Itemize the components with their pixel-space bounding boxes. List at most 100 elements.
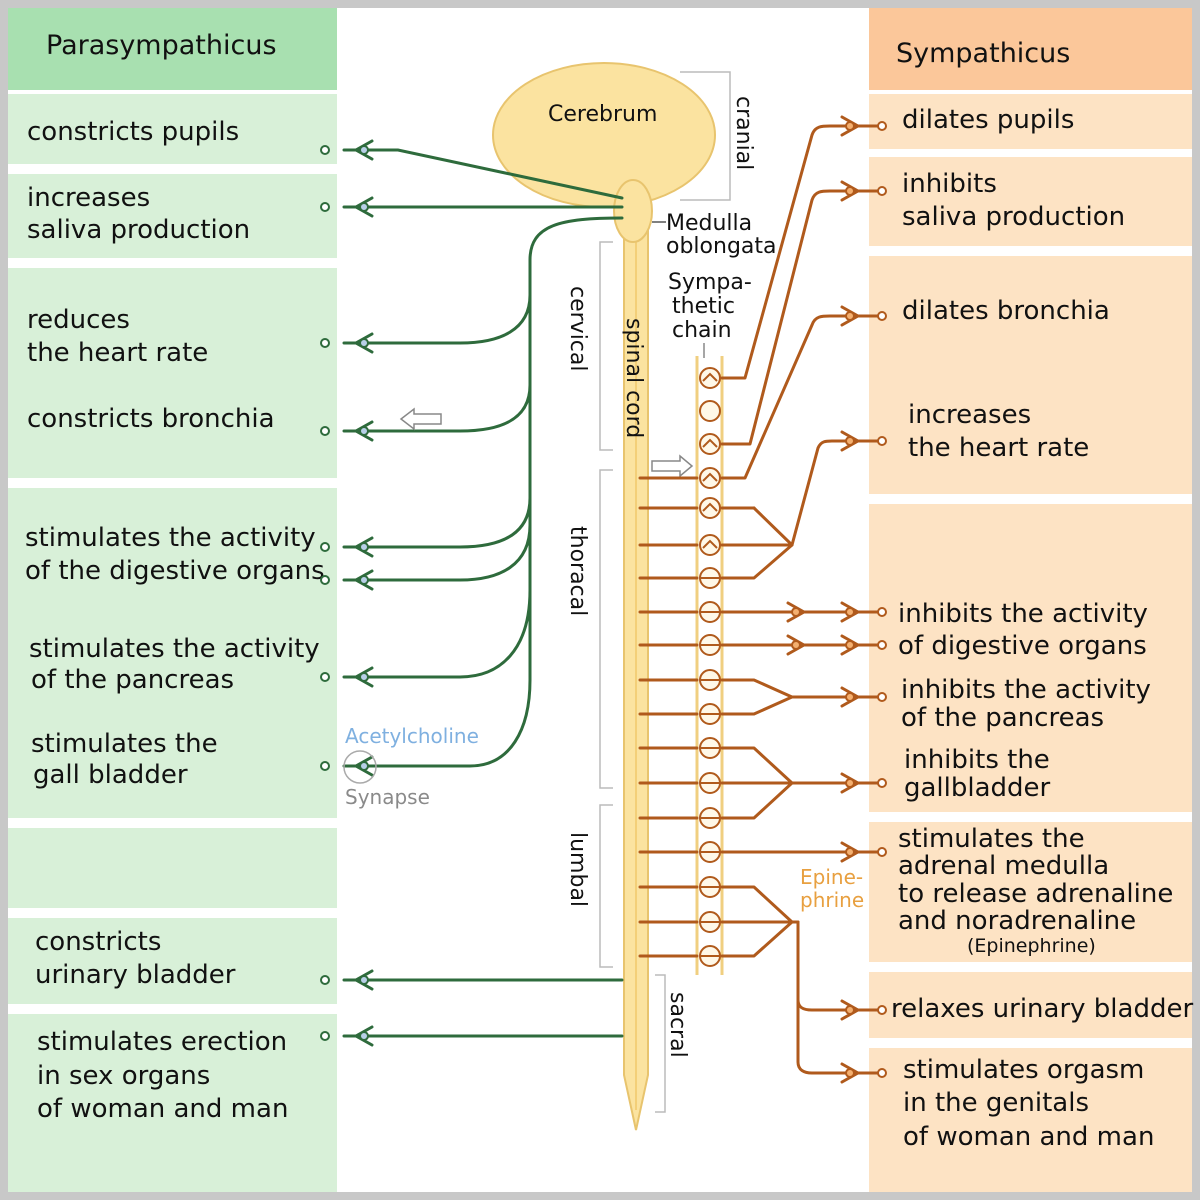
para-box-erection — [8, 1014, 337, 1192]
symp-preganglionic — [638, 476, 699, 958]
symp-synapse-marker — [786, 634, 806, 656]
symp-item-orgasm: stimulates orgasm in the genitals of wom… — [903, 1055, 1154, 1152]
symp-adrenal-line-2: adrenal medulla — [898, 851, 1109, 881]
cerebrum-shape — [492, 62, 716, 208]
para-synapse-marker — [320, 755, 374, 777]
para-item-bronchia: constricts bronchia — [27, 404, 275, 434]
symp-item-digestive: inhibits the activity of digestive organ… — [898, 599, 1156, 661]
para-item-saliva: increases saliva production — [27, 183, 250, 245]
synapse-legend-ring — [343, 750, 377, 784]
bracket-thoracal — [599, 469, 613, 789]
para-title: Parasympathicus — [46, 30, 277, 61]
bracket-lumbal — [599, 804, 613, 968]
sympathicus-panel: Sympathicus dilates pupils inhibits sali… — [869, 8, 1193, 1192]
para-nerve-bronchia — [342, 383, 532, 433]
symp-pupils-line-1: dilates pupils — [902, 105, 1074, 135]
symp-item-adrenal: stimulates the adrenal medulla to releas… — [898, 824, 1182, 936]
para-urinary-line-2: urinary bladder — [35, 960, 236, 990]
medulla-label: Medulla oblongata — [666, 211, 777, 259]
medulla-shape — [613, 179, 653, 243]
para-nerve-heart — [342, 293, 532, 345]
symp-nerve-lower-fan — [720, 885, 800, 958]
symp-item-pancreas: inhibits the activity of the pancreas — [901, 675, 1159, 733]
symp-heart-line-2: the heart rate — [908, 433, 1089, 463]
chain-ganglion — [699, 534, 721, 556]
para-urinary-line-1: constricts — [35, 927, 161, 957]
symp-chain-line-3: chain — [672, 318, 732, 343]
symp-synapse-marker — [840, 686, 887, 708]
para-pathways — [320, 139, 624, 1047]
symp-bronchia-line-1: dilates bronchia — [902, 296, 1110, 326]
symp-adrenal-note: (Epinephrine) — [967, 935, 1096, 957]
para-saliva-line-2: saliva production — [27, 215, 250, 245]
symp-synapse-marker — [840, 430, 887, 452]
para-synapse-marker — [320, 139, 374, 161]
cerebrum-label: Cerebrum — [548, 102, 657, 127]
symp-orgasm-line-3: of woman and man — [903, 1122, 1154, 1152]
symp-adrenal-line-1: stimulates the — [898, 824, 1085, 854]
chain-ganglion — [699, 634, 721, 656]
symp-heart-line-1: increases — [908, 400, 1031, 430]
para-digestive-line-2: of the digestive organs — [25, 556, 325, 586]
symp-box-bronchia-heart — [869, 256, 1192, 494]
region-lumbal: lumbal — [565, 832, 590, 907]
para-synapse-marker — [320, 969, 374, 991]
chain-ganglion — [699, 841, 721, 863]
symp-synapse-marker — [840, 601, 887, 623]
para-box-urinary — [8, 918, 337, 1004]
para-pupils-line-1: constricts pupils — [27, 117, 239, 147]
symp-synapse-marker — [840, 180, 887, 202]
para-gall-line-2: gall bladder — [33, 760, 188, 790]
symp-pancreas-line-2: of the pancreas — [901, 703, 1104, 733]
symp-item-heart: increases the heart rate — [908, 400, 1089, 463]
symp-chain-line-2: thetic — [672, 294, 735, 319]
chain-ganglion — [699, 467, 721, 489]
symp-synapse-marker — [840, 305, 887, 327]
para-nerve-digestive-2 — [342, 523, 532, 582]
medulla-label-line-2: oblongata — [666, 234, 777, 259]
symp-chain-ganglia — [699, 367, 721, 967]
symp-item-gall: inhibits the gallbladder — [904, 745, 1058, 803]
para-synapse-marker — [320, 1025, 374, 1047]
para-header-bg — [8, 8, 337, 90]
symp-item-saliva: inhibits saliva production — [902, 169, 1125, 232]
region-cranial: cranial — [731, 96, 756, 170]
symp-pancreas-line-1: inhibits the activity — [901, 675, 1151, 705]
chain-ganglion — [699, 772, 721, 794]
symp-item-bronchia: dilates bronchia — [902, 296, 1110, 326]
symp-item-urinary: relaxes urinary bladder — [891, 994, 1193, 1024]
chain-ganglion — [699, 876, 721, 898]
symp-box-urinary — [869, 972, 1192, 1038]
para-direction-arrow — [399, 407, 442, 431]
chain-ganglion — [699, 497, 721, 519]
para-item-gall: stimulates the gall bladder — [31, 729, 226, 790]
para-pancreas-line-2: of the pancreas — [31, 665, 234, 695]
chain-ganglion — [699, 945, 721, 967]
para-nerve-digestive-1 — [342, 496, 532, 549]
para-heart-line-2: the heart rate — [27, 338, 208, 368]
para-erection-line-2: in sex organs — [37, 1061, 210, 1091]
symp-nerve-bronchia — [720, 314, 882, 480]
symp-nerve-pancreas — [720, 678, 882, 716]
epinephrine-line-2: phrine — [800, 888, 864, 912]
para-gall-line-1: stimulates the — [31, 729, 218, 759]
symp-synapse-marker — [840, 115, 887, 137]
spinal-cord-label: spinal cord — [621, 318, 646, 438]
para-heart-line-1: reduces — [27, 305, 130, 335]
bracket-cervical — [599, 241, 613, 451]
symp-chain-line-1: Sympa- — [668, 270, 752, 295]
symp-digestive-line-2: of digestive organs — [898, 631, 1147, 661]
symp-box-pupils — [869, 94, 1192, 149]
bracket-sacral — [655, 974, 666, 1113]
region-cervical: cervical — [565, 286, 590, 372]
symp-gall-line-2: gallbladder — [904, 773, 1051, 803]
symp-nerve-heart-fan — [720, 506, 794, 580]
para-pancreas-line-1: stimulates the activity — [29, 634, 320, 664]
para-box-heart-bronchia — [8, 268, 337, 478]
symp-gall-line-1: inhibits the — [904, 745, 1050, 775]
symp-saliva-line-1: inhibits — [902, 169, 997, 199]
symp-direction-arrow — [651, 454, 694, 478]
chain-ganglion — [699, 807, 721, 829]
para-box-empty — [8, 828, 337, 908]
